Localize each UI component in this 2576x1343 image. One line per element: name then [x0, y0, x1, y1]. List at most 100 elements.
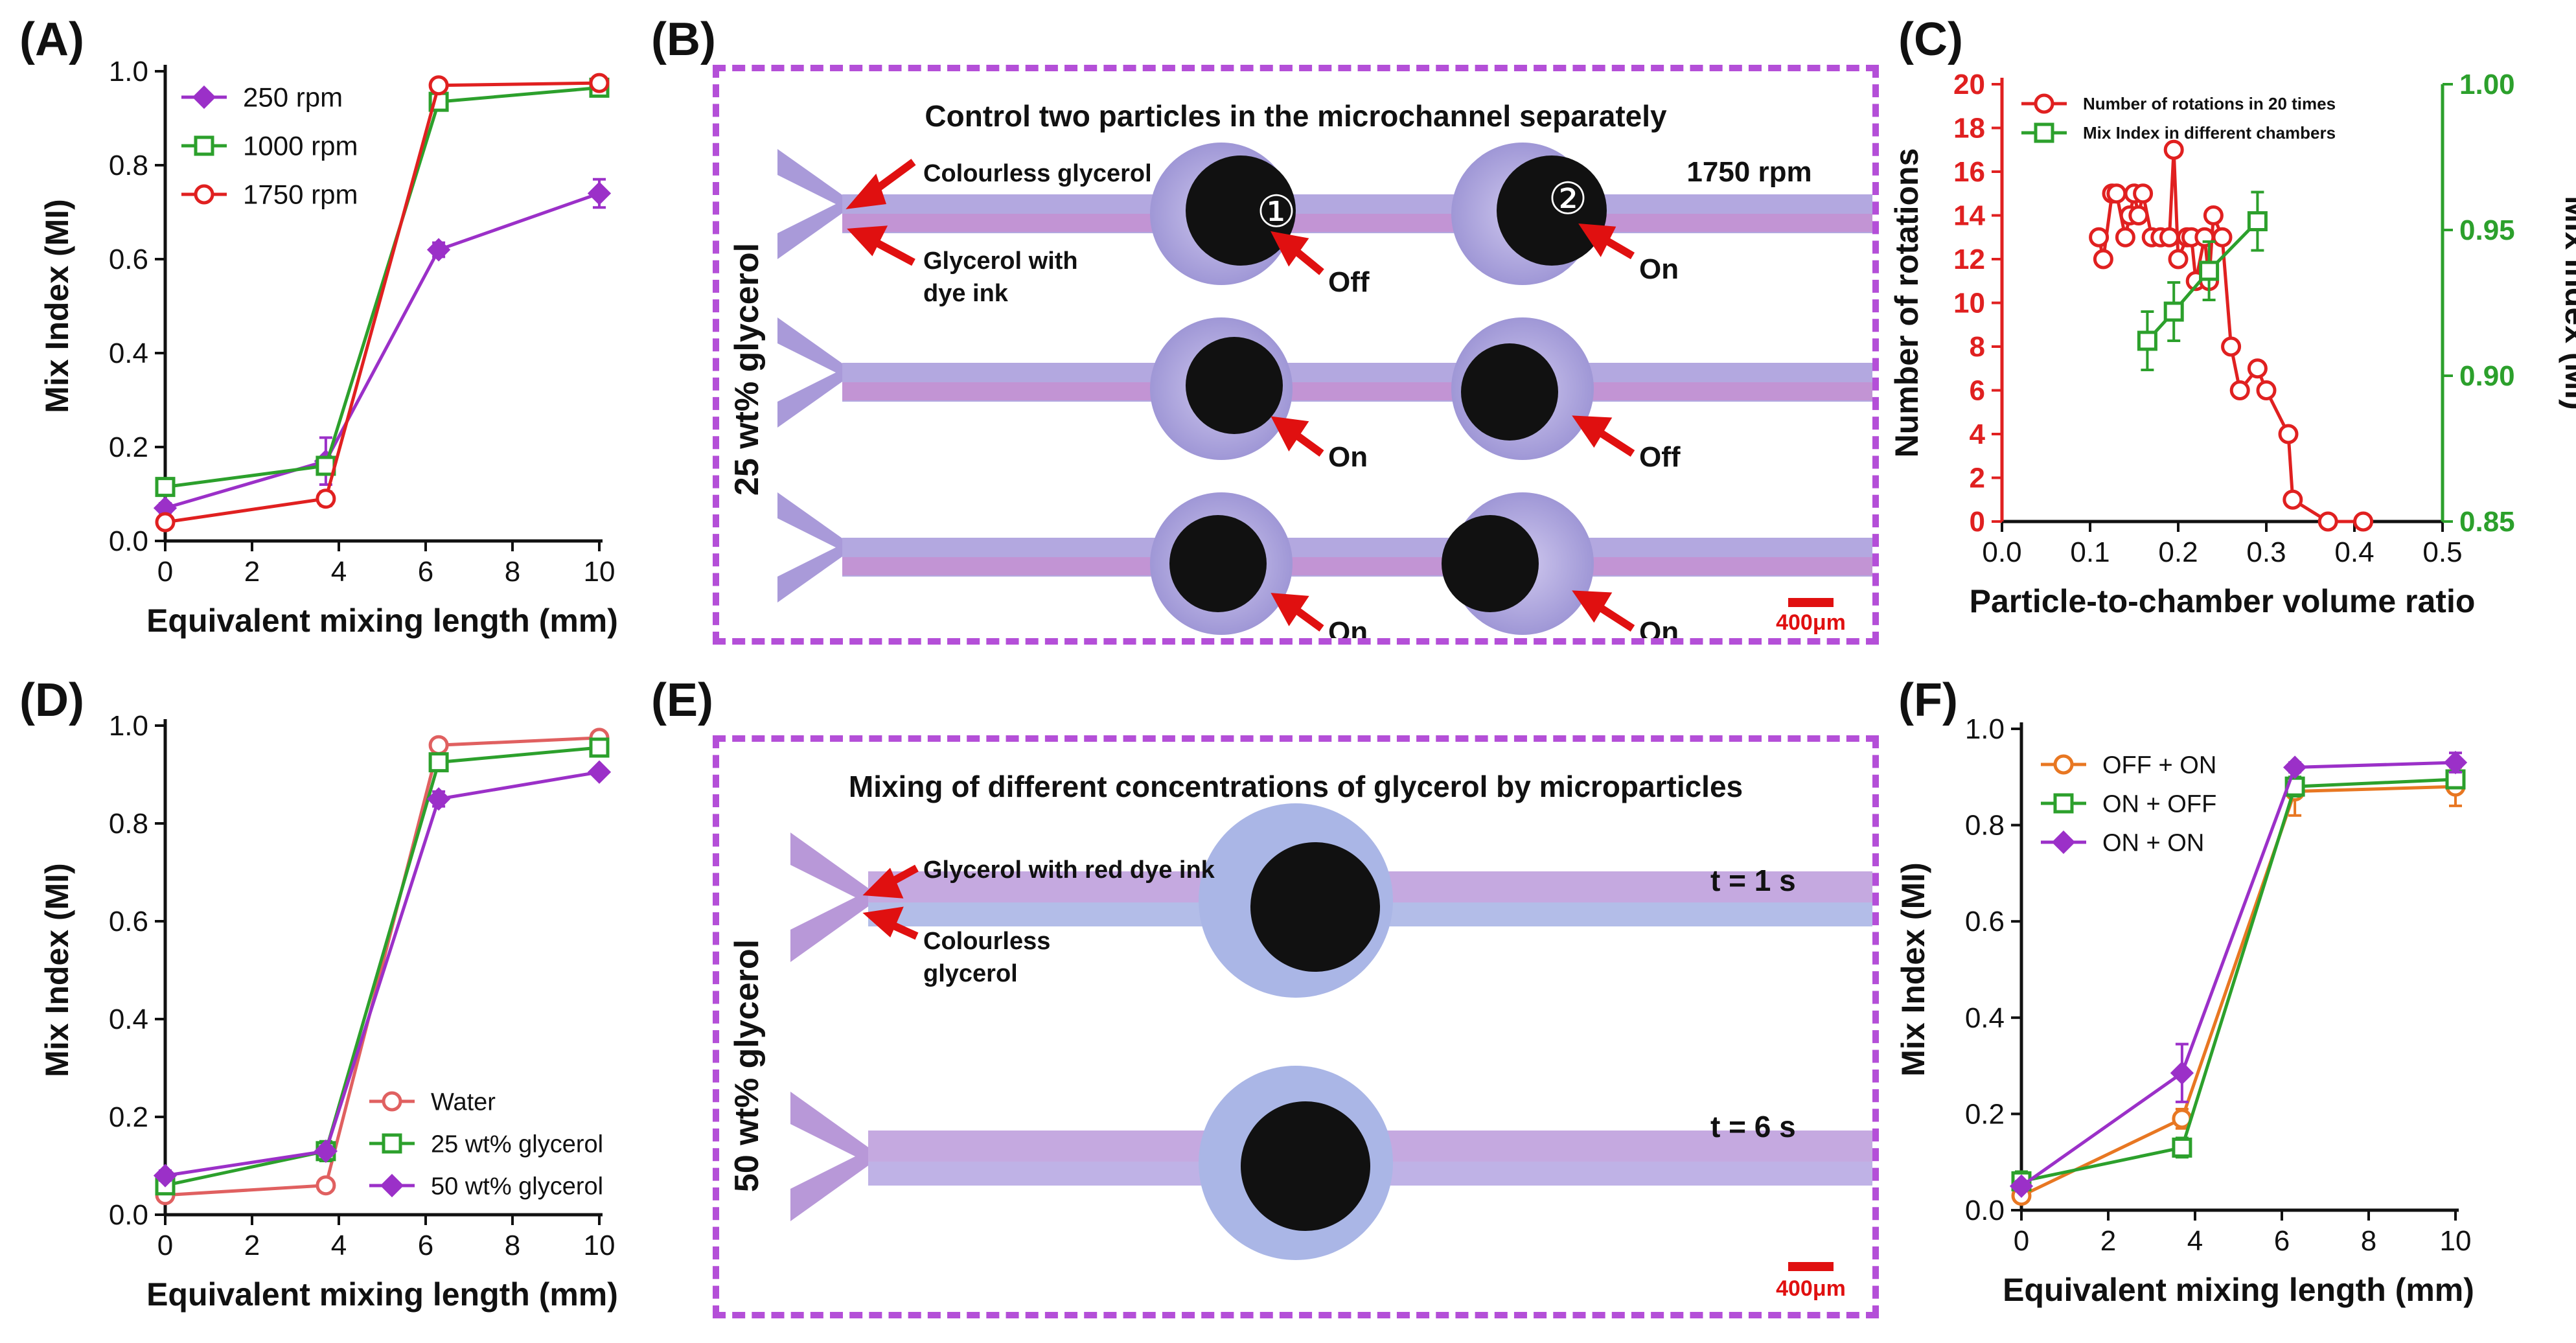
y-tick-label-right: 0.85: [2459, 506, 2515, 538]
series-line: [165, 192, 600, 510]
series-line: [2021, 777, 2456, 1183]
x-tick-label: 0.2: [2158, 536, 2198, 568]
y-tick-label: 1.0: [109, 56, 148, 87]
y-tick-label: 0.6: [109, 244, 148, 275]
y-tick-label: 0.0: [109, 1199, 148, 1231]
legend-marker: [2053, 754, 2074, 775]
y-tick-label: 0.2: [1965, 1098, 2005, 1130]
x-tick-label: 4: [331, 556, 347, 588]
y-axis-title: Mix Index (MI): [39, 199, 75, 413]
data-point: [155, 477, 176, 498]
data-point: [2247, 358, 2268, 379]
row1-right-state: On: [1639, 253, 1679, 285]
legend-label: 50 wt% glycerol: [431, 1173, 603, 1200]
x-tick-label: 8: [505, 556, 520, 588]
panel-label-b: (B): [651, 14, 716, 65]
legend-marker: [382, 1133, 402, 1154]
y-tick-label: 10: [1953, 288, 1985, 319]
data-point: [2199, 260, 2220, 281]
particle-1-label: ①: [1257, 187, 1296, 236]
data-point: [2163, 301, 2184, 322]
y-tick-label: 0: [1970, 506, 1985, 538]
data-point: [2172, 1137, 2192, 1158]
legend-label: Water: [431, 1088, 496, 1116]
y-tick-label: 0.0: [109, 525, 148, 557]
series-0: [153, 178, 612, 520]
y-tick-label: 6: [1970, 375, 1985, 407]
legend-marker: [2034, 122, 2054, 143]
particle-e-2: [1241, 1101, 1370, 1231]
particle-2-label: ②: [1548, 174, 1588, 224]
y-tick-label: 4: [1970, 419, 1986, 450]
series-line: [165, 81, 600, 524]
data-point: [428, 752, 449, 773]
x-tick-label: 8: [505, 1230, 520, 1261]
photo-b-image: Control two particles in the microchanne…: [728, 99, 1872, 648]
series-line: [2020, 761, 2456, 1188]
legend-label: ON + OFF: [2102, 790, 2216, 818]
y-tick-label: 0.6: [109, 906, 148, 937]
x-tick-label: 10: [584, 556, 615, 588]
scale-label-e: 400μm: [1776, 1276, 1846, 1301]
data-point: [2093, 249, 2113, 270]
data-point: [587, 181, 612, 205]
x-tick-label: 0.4: [2334, 536, 2374, 568]
y-tick-label: 0.6: [1965, 906, 2005, 937]
data-point: [316, 488, 336, 509]
series-0: [2011, 766, 2466, 1206]
y-tick-label: 12: [1953, 244, 1985, 275]
data-point: [2133, 183, 2154, 204]
panel-label-f: (F): [1898, 674, 1958, 726]
row2-left-state: On: [1328, 441, 1368, 473]
particle-b-1: [1186, 155, 1296, 266]
data-point: [426, 787, 451, 811]
series-line: [165, 770, 600, 1178]
y-tick-label: 0.8: [1965, 810, 2005, 842]
legend-marker: [194, 184, 214, 205]
channel-e-row-2: [790, 1066, 1872, 1260]
legend-marker: [2051, 830, 2076, 855]
y-tick-label: 16: [1953, 156, 1985, 188]
legend-label: ON + ON: [2102, 829, 2204, 856]
data-point: [2212, 227, 2233, 247]
x-axis-title: Equivalent mixing length (mm): [146, 1276, 618, 1313]
annotation-arrows-e: [862, 864, 919, 940]
legend-label: OFF + ON: [2102, 752, 2216, 779]
legend-label: 1000 rpm: [243, 131, 358, 161]
data-point: [2168, 249, 2189, 270]
data-point: [2283, 755, 2307, 779]
x-tick-label: 4: [331, 1230, 347, 1261]
legend-marker: [194, 135, 214, 156]
x-tick-label: 0.3: [2246, 536, 2286, 568]
scale-label-b: 400μm: [1776, 610, 1846, 635]
x-axis-title: Equivalent mixing length (mm): [146, 603, 618, 639]
x-tick-label: 6: [418, 556, 433, 588]
series-0: [2089, 139, 2374, 532]
row2-right-state: Off: [1639, 441, 1681, 473]
y-tick-label: 0.2: [109, 1101, 148, 1133]
series-1: [2011, 769, 2466, 1193]
y-tick-label: 18: [1953, 113, 1985, 144]
y-tick-label: 20: [1953, 69, 1985, 100]
data-point: [2106, 183, 2127, 204]
x-tick-label: 2: [244, 556, 260, 588]
panel-label-d: (D): [19, 674, 84, 726]
data-point: [587, 760, 612, 784]
photo-b-speed: 1750 rpm: [1686, 156, 1811, 188]
y-axis-title: Mix Index (MI): [39, 863, 75, 1077]
y-tick-label: 1.0: [109, 710, 148, 742]
x-tick-label: 0.5: [2422, 536, 2462, 568]
channel-row-2: [777, 317, 1872, 460]
series-2: [155, 73, 610, 533]
data-point: [2203, 205, 2224, 225]
particle-b-2: [1497, 155, 1607, 266]
data-point: [2247, 211, 2268, 231]
legend-label: 1750 rpm: [243, 179, 358, 210]
label-colourless: Colourless glycerol: [923, 160, 1152, 187]
data-point: [2194, 227, 2215, 247]
legend-label: Number of rotations in 20 times: [2083, 94, 2336, 113]
y-tick-label-right: 0.95: [2459, 214, 2515, 246]
photo-e-frame: Mixing of different concentrations of gl…: [713, 735, 1879, 1318]
